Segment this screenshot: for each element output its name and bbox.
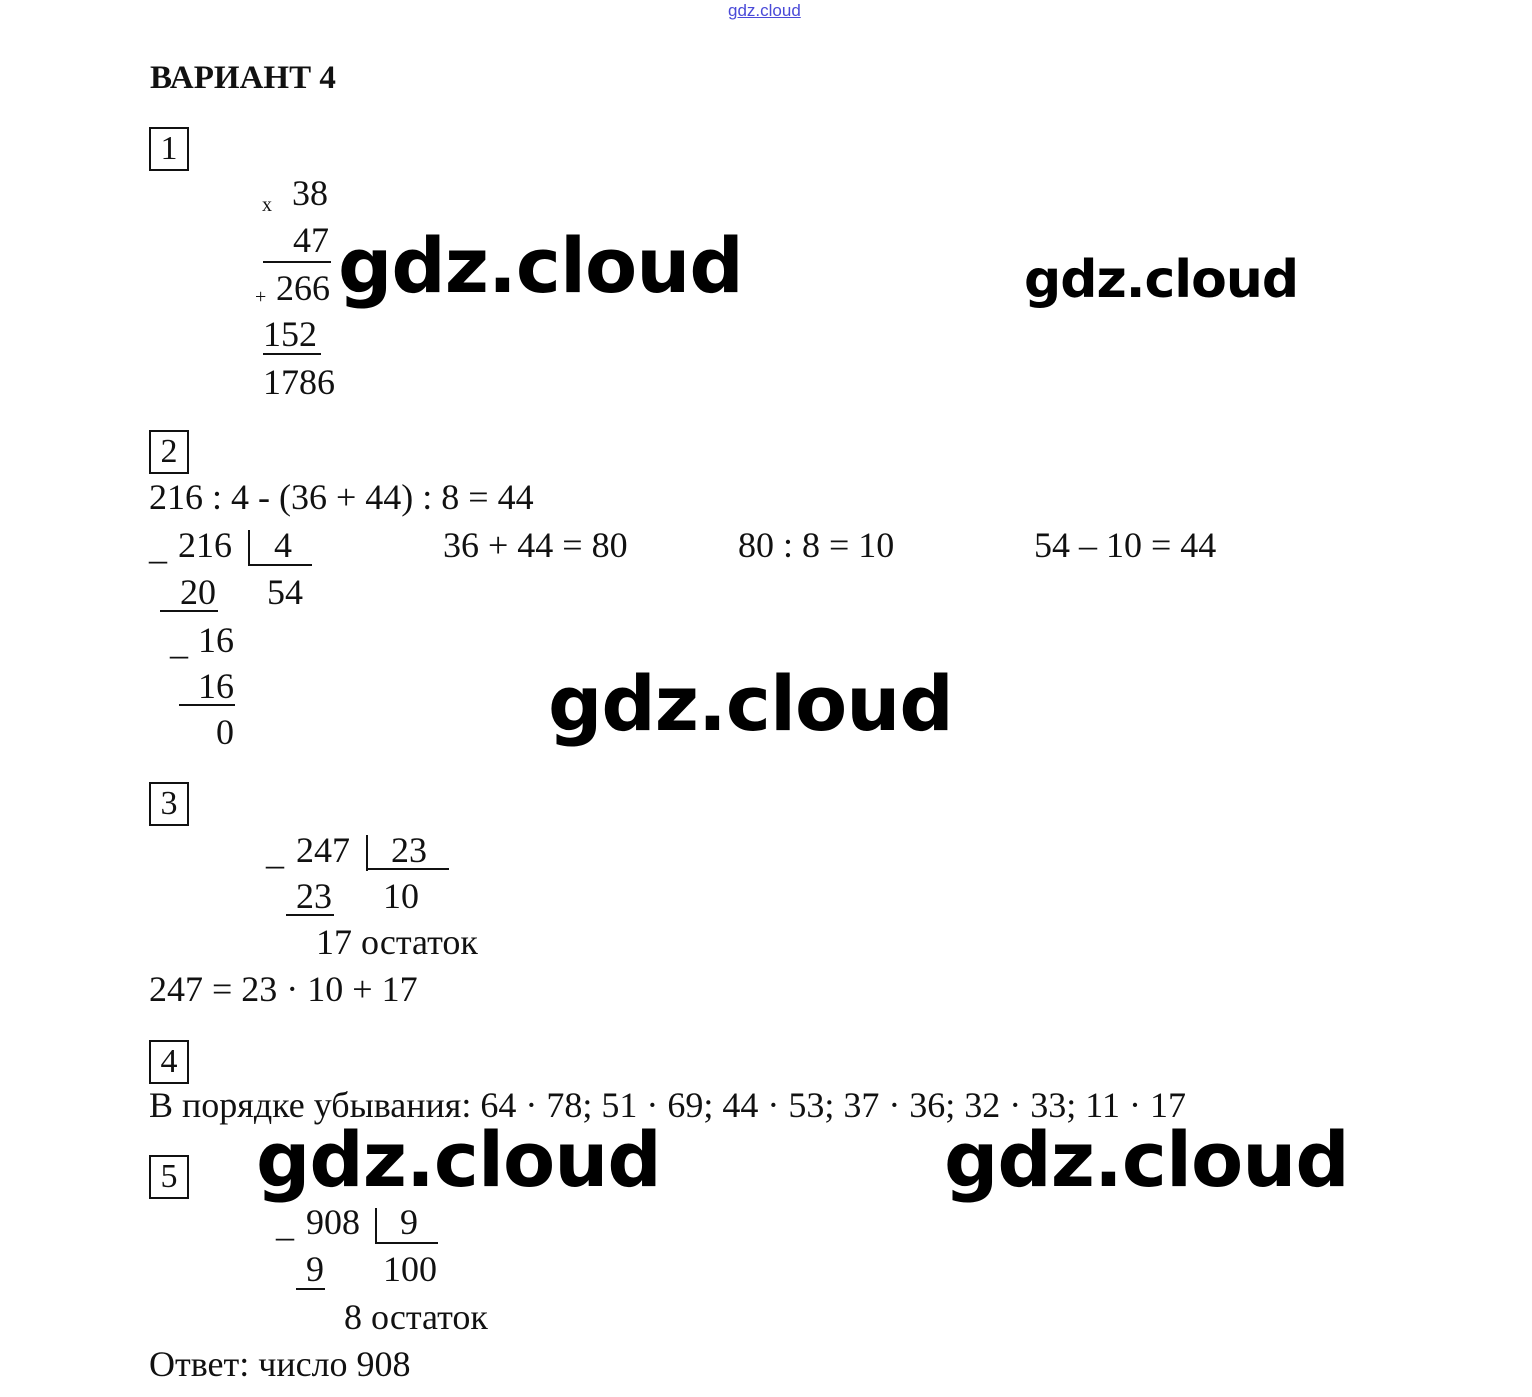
- multiply-sign: x: [262, 194, 272, 216]
- partial-product-1: 266: [276, 268, 330, 308]
- divisor: 9: [400, 1202, 418, 1242]
- underline: [296, 1288, 325, 1290]
- page-title: ВАРИАНТ 4: [150, 60, 336, 96]
- partial-product-2: 152: [263, 314, 317, 354]
- watermark: gdz.cloud: [1024, 250, 1299, 310]
- dividend: 908: [306, 1202, 360, 1242]
- factor-a: 38: [292, 173, 328, 213]
- plus-sign: +: [255, 286, 267, 308]
- minus-sign: _: [266, 832, 284, 872]
- underline: [160, 610, 218, 612]
- quotient: 54: [267, 572, 303, 612]
- underline: [248, 564, 312, 566]
- division-bar: [366, 835, 368, 871]
- subtrahend: 9: [306, 1249, 324, 1289]
- watermark: gdz.cloud: [338, 221, 744, 310]
- subtrahend-2: 16: [198, 666, 234, 706]
- site-link[interactable]: gdz.cloud: [728, 1, 801, 20]
- division-bar: [375, 1208, 377, 1244]
- watermark: gdz.cloud: [548, 659, 954, 748]
- minus-sign: _: [170, 622, 188, 662]
- underline: [263, 353, 321, 355]
- answer: Ответ: число 908: [149, 1344, 411, 1384]
- ordering-text: В порядке убывания: 64 · 78; 51 · 69; 44…: [149, 1085, 1186, 1125]
- check-equation: 247 = 23 · 10 + 17: [149, 969, 418, 1009]
- dividend: 216: [178, 525, 232, 565]
- step-2: 80 : 8 = 10: [738, 525, 895, 565]
- division-bar: [248, 530, 250, 566]
- divisor: 23: [391, 830, 427, 870]
- expression: 216 : 4 - (36 + 44) : 8 = 44: [149, 477, 534, 517]
- remainder: 17 остаток: [316, 922, 478, 962]
- task-number-1: 1: [149, 127, 189, 171]
- step-1: 36 + 44 = 80: [443, 525, 628, 565]
- task-number-3: 3: [149, 782, 189, 826]
- watermark: gdz.cloud: [256, 1115, 662, 1204]
- underline: [286, 914, 334, 916]
- quotient: 10: [383, 876, 419, 916]
- watermark: gdz.cloud: [944, 1115, 1350, 1204]
- factor-b: 47: [293, 220, 329, 260]
- step-3: 54 – 10 = 44: [1034, 525, 1217, 565]
- minus-sign: _: [149, 527, 167, 567]
- underline: [366, 868, 449, 870]
- minus-sign: _: [276, 1204, 294, 1244]
- subtrahend-1: 20: [180, 572, 216, 612]
- dividend: 247: [296, 830, 350, 870]
- divisor: 4: [274, 525, 292, 565]
- task-number-4: 4: [149, 1040, 189, 1084]
- product-result: 1786: [263, 362, 335, 402]
- underline: [179, 704, 235, 706]
- subtrahend: 23: [296, 876, 332, 916]
- quotient: 100: [383, 1249, 437, 1289]
- remainder-1: 16: [198, 620, 234, 660]
- remainder: 8 остаток: [344, 1297, 488, 1337]
- underline: [375, 1242, 438, 1244]
- underline: [263, 261, 331, 263]
- task-number-2: 2: [149, 430, 189, 474]
- remainder-final: 0: [216, 712, 234, 752]
- task-number-5: 5: [149, 1155, 189, 1199]
